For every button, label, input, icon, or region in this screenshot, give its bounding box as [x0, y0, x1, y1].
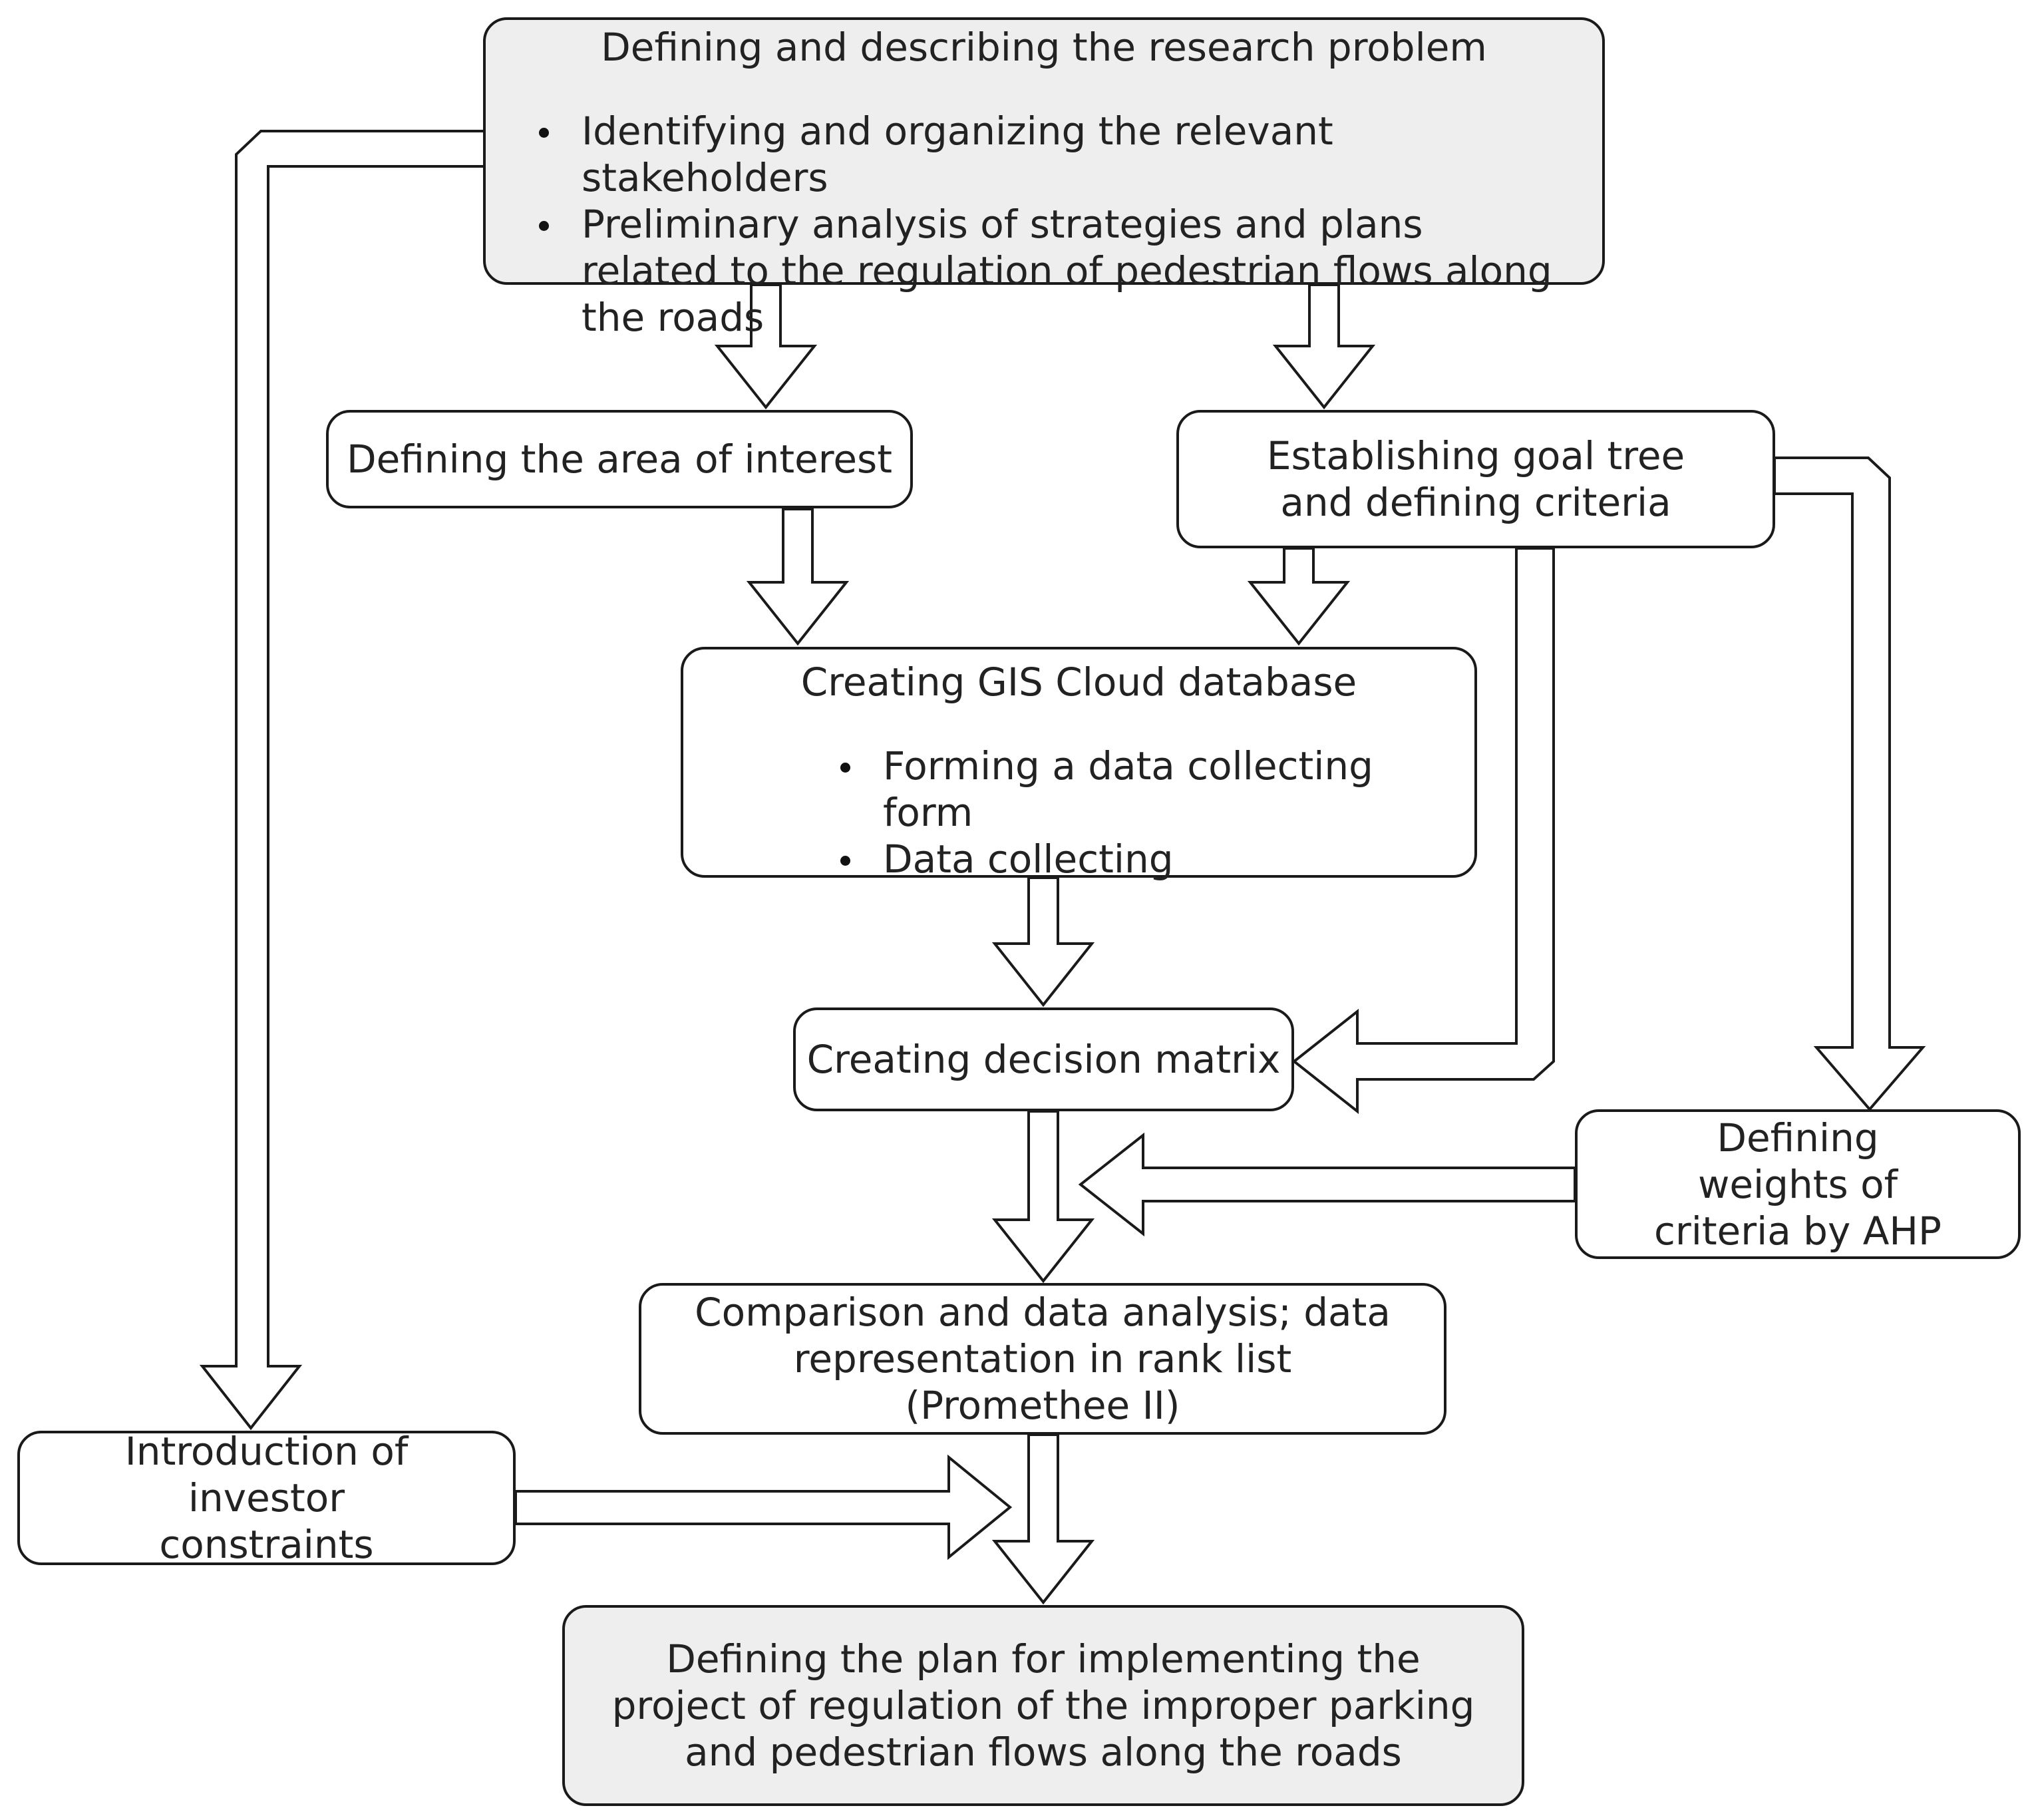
node-gis-database-bullet-1: Forming a data collecting form: [836, 743, 1474, 836]
node-comparison-analysis-title: Comparison and data analysis; data repre…: [695, 1290, 1391, 1428]
arrow-problem-to-goal-tree: [1272, 283, 1376, 410]
node-investor-constraints-title: Introduction of investor constraints: [124, 1429, 409, 1567]
arrow-problem-to-investor: [199, 130, 486, 1431]
node-decision-matrix: Creating decision matrix: [793, 1007, 1294, 1111]
arrow-gis-to-matrix: [991, 876, 1095, 1007]
node-implementation-plan-title: Defining the plan for implementing the p…: [611, 1636, 1475, 1775]
node-area-of-interest-title: Defining the area of interest: [346, 437, 892, 482]
arrow-problem-to-area: [714, 283, 818, 410]
arrow-goal-tree-to-gis: [1247, 547, 1351, 646]
node-gis-database: Creating GIS Cloud database Forming a da…: [681, 647, 1477, 882]
arrow-goal-tree-to-weights: [1773, 456, 1926, 1112]
node-goal-tree-title: Establishing goal tree and defining crit…: [1266, 433, 1685, 525]
arrow-comparison-to-plan: [991, 1433, 1095, 1605]
node-gis-database-bullets: Forming a data collecting form Data coll…: [790, 743, 1474, 882]
node-criteria-weights-title: Defining weights of criteria by AHP: [1653, 1115, 1942, 1254]
node-research-problem-bullet-1: Identifying and organizing the relevant …: [535, 108, 1553, 201]
node-research-problem-bullets: Identifying and organizing the relevant …: [535, 108, 1553, 341]
node-decision-matrix-title: Creating decision matrix: [806, 1037, 1281, 1082]
arrow-goal-tree-to-matrix: [1291, 547, 1555, 1115]
arrow-investor-to-plan: [514, 1454, 1013, 1560]
node-comparison-analysis: Comparison and data analysis; data repre…: [639, 1283, 1446, 1435]
node-research-problem-bullet-2: Preliminary analysis of strategies and p…: [535, 201, 1553, 341]
node-area-of-interest: Defining the area of interest: [326, 410, 913, 508]
node-goal-tree: Establishing goal tree and defining crit…: [1176, 410, 1775, 548]
node-criteria-weights: Defining weights of criteria by AHP: [1575, 1109, 2021, 1259]
arrow-weights-to-comparison: [1078, 1132, 1576, 1237]
node-research-problem: Defining and describing the research pro…: [483, 17, 1605, 340]
node-gis-database-title: Creating GIS Cloud database: [800, 659, 1357, 705]
arrow-area-to-gis: [746, 508, 850, 646]
node-gis-database-bullet-2: Data collecting: [836, 836, 1474, 882]
arrow-matrix-to-comparison: [991, 1110, 1095, 1284]
node-investor-constraints: Introduction of investor constraints: [17, 1429, 516, 1567]
node-implementation-plan: Defining the plan for implementing the p…: [562, 1605, 1524, 1806]
node-research-problem-title: Defining and describing the research pro…: [601, 25, 1487, 70]
